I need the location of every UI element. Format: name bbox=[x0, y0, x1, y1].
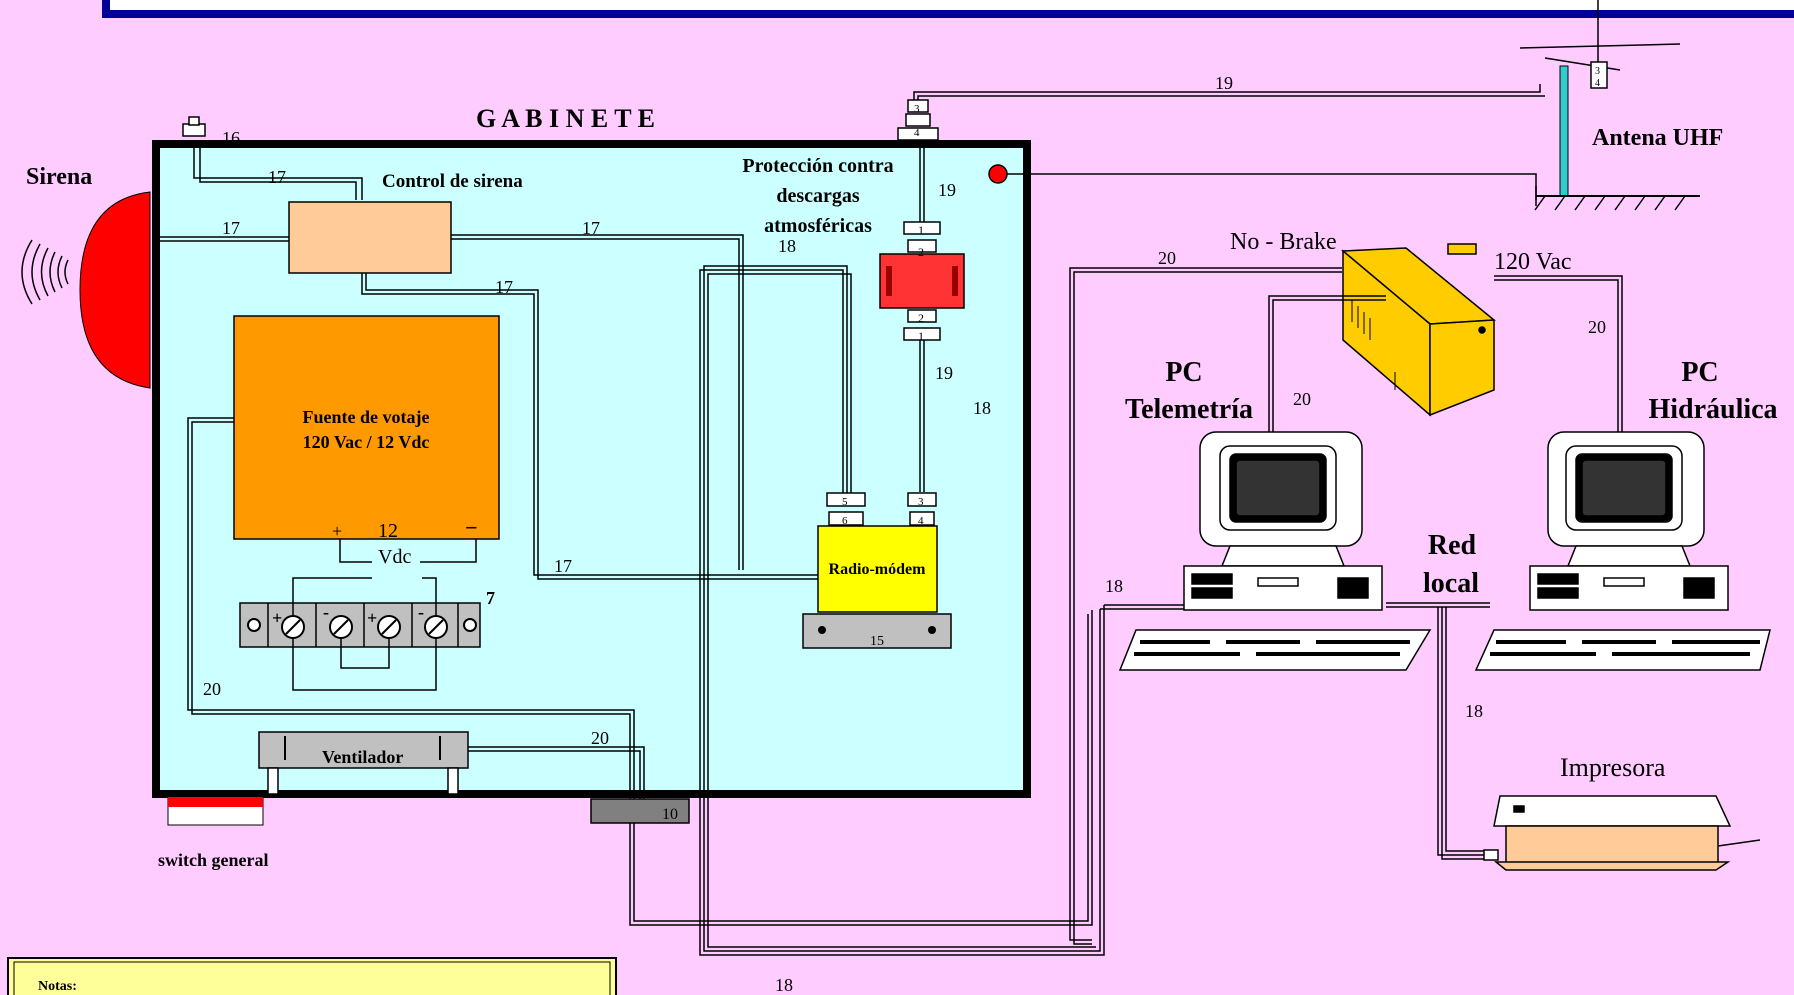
fan-label: Ventilador bbox=[322, 747, 403, 767]
ups-label: No - Brake bbox=[1230, 229, 1337, 255]
radio-modem bbox=[817, 525, 938, 613]
pc-telemetry-label-2: Telemetría bbox=[1125, 394, 1253, 425]
terminal-label-7: 7 bbox=[486, 588, 495, 608]
wires-10 bbox=[629, 610, 1093, 926]
siren-control-box bbox=[288, 201, 452, 274]
wire-label-20c: 20 bbox=[1158, 248, 1176, 268]
notes-title: Notas: bbox=[38, 979, 77, 994]
ps-output-wires bbox=[339, 539, 477, 563]
siren-label: Sirena bbox=[26, 164, 92, 190]
tc-4: 4 bbox=[914, 127, 920, 139]
mc-4: 4 bbox=[918, 515, 924, 527]
siren-control-label: Control de sirena bbox=[382, 171, 523, 192]
term-minus-1: - bbox=[323, 602, 329, 622]
antenna bbox=[1519, 0, 1700, 211]
terminal-block bbox=[239, 602, 481, 648]
wire-label-18c: 18 bbox=[1105, 576, 1123, 596]
wire-label-17e: 17 bbox=[554, 556, 572, 576]
switch-label: switch general bbox=[158, 850, 268, 870]
pc-2b: 2 bbox=[918, 311, 924, 325]
network-label-2: local bbox=[1423, 568, 1479, 599]
wire-label-20d: 20 bbox=[1293, 389, 1311, 409]
notes-box bbox=[7, 957, 617, 995]
wire-label-19b: 19 bbox=[935, 363, 953, 383]
wire-label-19c: 19 bbox=[1215, 73, 1233, 93]
power-supply-label-1: Fuente de votaje bbox=[303, 407, 430, 427]
title-bar bbox=[102, 0, 1794, 18]
modem-connectors bbox=[826, 492, 937, 526]
term-minus-2: - bbox=[418, 602, 424, 622]
ps-twelve: 12 bbox=[378, 520, 398, 542]
pc-telemetry-label-1: PC bbox=[1165, 357, 1202, 388]
pc-hydraulic bbox=[1474, 431, 1771, 671]
wire-label-18e: 18 bbox=[775, 975, 793, 995]
mc-5: 5 bbox=[842, 496, 848, 508]
pc-telemetry bbox=[1118, 431, 1432, 671]
wires-20-outside bbox=[1069, 267, 1623, 945]
wires-18 bbox=[699, 265, 1490, 956]
indicator-light bbox=[988, 164, 1008, 184]
wire-label-17d: 17 bbox=[495, 277, 513, 297]
protector-connectors bbox=[903, 221, 941, 341]
pc-2a: 2 bbox=[918, 245, 924, 259]
power-supply-label-2: 120 Vac / 12 Vdc bbox=[303, 432, 430, 452]
pc-1a: 1 bbox=[918, 223, 924, 237]
wire-label-17c: 17 bbox=[582, 218, 600, 238]
wire-label-20e: 20 bbox=[1588, 317, 1606, 337]
label-15: 15 bbox=[870, 634, 884, 649]
ps-vdc: Vdc bbox=[378, 546, 411, 568]
antenna-label: Antena UHF bbox=[1592, 125, 1723, 151]
ps-minus: − bbox=[465, 515, 478, 540]
tc-3: 3 bbox=[914, 103, 920, 115]
wire-label-17b: 17 bbox=[222, 218, 240, 238]
wire-label-18a: 18 bbox=[778, 236, 796, 256]
connector-10 bbox=[590, 798, 690, 824]
term-plus-2: + bbox=[367, 608, 377, 628]
wire-label-16: 16 bbox=[222, 128, 240, 148]
fan bbox=[258, 731, 469, 769]
wires-20-cabinet bbox=[187, 417, 645, 800]
power-supply bbox=[233, 315, 500, 540]
vac-label: 120 Vac bbox=[1494, 249, 1572, 275]
printer-label: Impresora bbox=[1560, 753, 1666, 782]
cabinet-top-connector bbox=[897, 99, 939, 141]
ant-4: 4 bbox=[1595, 78, 1600, 89]
wires-17 bbox=[160, 140, 820, 580]
printer bbox=[1483, 795, 1761, 871]
pc-hydraulic-label-1: PC bbox=[1681, 357, 1718, 388]
wire-label-20b: 20 bbox=[591, 728, 609, 748]
connector-16 bbox=[182, 123, 206, 137]
wires-19 bbox=[913, 84, 1545, 492]
ups bbox=[1341, 243, 1496, 417]
mc-6: 6 bbox=[842, 515, 848, 527]
wire-label-17a: 17 bbox=[268, 167, 286, 187]
ant-3: 3 bbox=[1595, 66, 1600, 77]
network-label-1: Red bbox=[1428, 530, 1477, 561]
terminal-wires bbox=[292, 577, 437, 691]
radio-modem-label: Radio-módem bbox=[829, 561, 927, 578]
wire-label-19a: 19 bbox=[938, 180, 956, 200]
protection-label-1: Protección contra bbox=[742, 155, 893, 177]
pc-hydraulic-label-2: Hidráulica bbox=[1648, 394, 1777, 425]
protection-label-3: atmosféricas bbox=[764, 215, 872, 237]
ps-plus: + bbox=[332, 521, 342, 541]
wire-label-20a: 20 bbox=[203, 679, 221, 699]
surge-protector bbox=[879, 253, 965, 309]
term-plus-1: + bbox=[272, 608, 282, 628]
wire-label-18d: 18 bbox=[1465, 701, 1483, 721]
modem-base bbox=[802, 613, 952, 649]
cabinet-title: G A B I N E T E bbox=[476, 104, 655, 133]
protection-label-2: descargas bbox=[776, 185, 860, 207]
siren bbox=[21, 191, 151, 389]
ground-wire bbox=[1007, 173, 1537, 200]
pc-1b: 1 bbox=[918, 329, 924, 343]
label-10: 10 bbox=[662, 806, 678, 823]
wire-label-18b: 18 bbox=[973, 398, 991, 418]
mc-3: 3 bbox=[918, 496, 924, 508]
